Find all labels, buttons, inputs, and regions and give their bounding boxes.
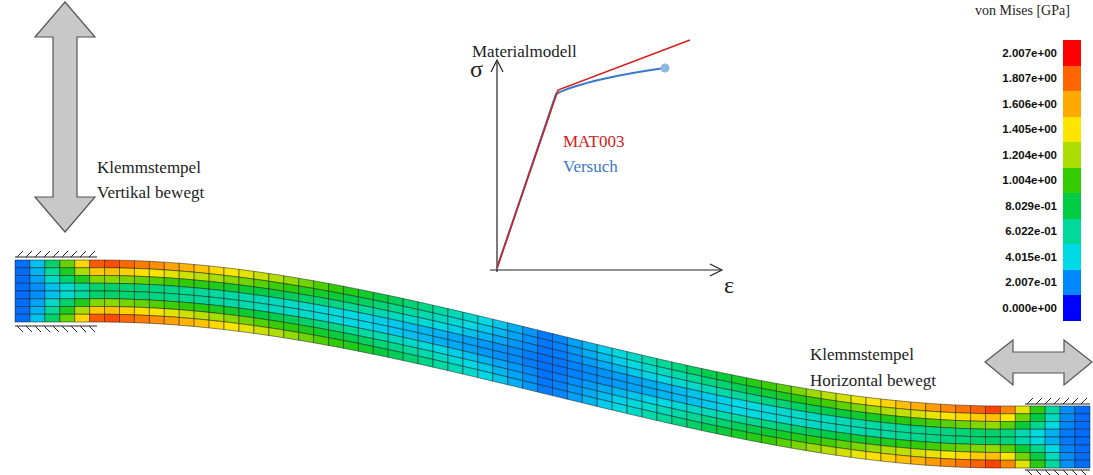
colorbar-swatch <box>1063 270 1081 296</box>
vertical-double-arrow <box>35 2 95 232</box>
colorbar-value: 1.004e+00 <box>1002 174 1057 186</box>
series-label: Versuch <box>563 157 618 177</box>
axis-symbol: ε <box>724 272 734 300</box>
horizontal-double-arrow <box>985 340 1092 385</box>
clamp-motion-label: Vertikal bewegt <box>97 183 204 203</box>
colorbar-value: 0.000e+00 <box>1002 302 1057 314</box>
colorbar-swatch <box>1063 219 1081 245</box>
colorbar-value: 8.029e-01 <box>1005 200 1057 212</box>
series-label: MAT003 <box>563 132 624 152</box>
colorbar-value: 2.007e-01 <box>1005 276 1057 288</box>
colorbar-swatch <box>1063 168 1081 194</box>
colorbar-swatch <box>1063 142 1081 168</box>
beam-mesh <box>15 260 1090 468</box>
clamp-motion-label: Horizontal bewegt <box>810 371 936 391</box>
chart-title: Materialmodell <box>472 42 577 62</box>
colorbar-value: 4.015e-01 <box>1005 251 1057 263</box>
axis-symbol: σ <box>470 56 483 84</box>
legend-title: von Mises [GPa] <box>975 3 1070 19</box>
colorbar-value: 1.606e+00 <box>1002 98 1057 110</box>
colorbar-value: 1.204e+00 <box>1002 149 1057 161</box>
colorbar-value: 1.405e+00 <box>1002 123 1057 135</box>
colorbar-swatch <box>1063 117 1081 143</box>
colorbar-value: 1.807e+00 <box>1002 72 1057 84</box>
colorbar-swatch <box>1063 295 1081 321</box>
colorbar-swatch <box>1063 193 1081 219</box>
clamp-label: Klemmstempel <box>97 158 201 178</box>
colorbar-swatch <box>1063 244 1081 270</box>
colorbar-value: 6.022e-01 <box>1005 225 1057 237</box>
stress-strain-chart <box>490 40 722 276</box>
colorbar-swatch <box>1063 40 1081 66</box>
clamp-hatching <box>15 251 1090 475</box>
colorbar-swatch <box>1063 91 1081 117</box>
clamp-label: Klemmstempel <box>810 345 914 365</box>
colorbar-value: 2.007e+00 <box>1002 47 1057 59</box>
colorbar-swatch <box>1063 66 1081 92</box>
